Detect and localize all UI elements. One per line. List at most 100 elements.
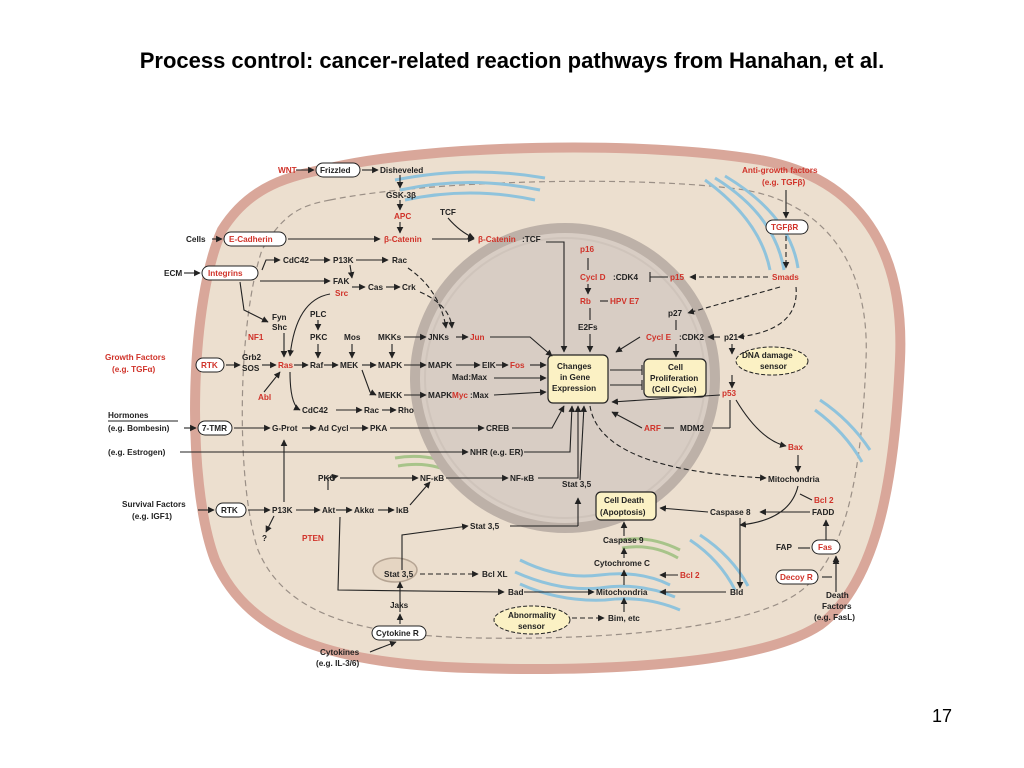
rac-b-label: Rac (364, 406, 379, 415)
bax-label: Bax (788, 443, 803, 452)
cycld-label: Cycl D (580, 273, 606, 282)
bid-label: Bld (730, 588, 743, 597)
src-label: Src (335, 289, 349, 298)
anti-growth-line-2: (e.g. TGFβ) (762, 178, 805, 187)
cell-proliferation-box (643, 358, 707, 398)
mapk-label: MAPK (378, 361, 402, 370)
stat35-a-label: Stat 3,5 (562, 480, 592, 489)
bcatenin-tcf-b-label: :TCF (522, 235, 541, 244)
rtk-box (195, 357, 225, 373)
survival-line-1: Survival Factors (122, 500, 186, 509)
mekk-label: MEKK (378, 391, 402, 400)
fadd-label: FADD (812, 508, 834, 517)
rtk-label: RTK (201, 361, 218, 370)
bad-label: Bad (508, 588, 523, 597)
integrins-box (201, 265, 259, 281)
mapk2-label: MAPK (428, 361, 452, 370)
gene-expression-box (547, 354, 609, 404)
death-line-3: (e.g. FasL) (814, 613, 855, 622)
pkc-label: PKC (310, 333, 327, 342)
p53-label: p53 (722, 389, 737, 398)
e2fs-label: E2Fs (578, 323, 598, 332)
cells-label: Cells (186, 235, 206, 244)
integrins-label: Integrins (208, 269, 243, 278)
cytokines-line-2: (e.g. IL-3/6) (316, 659, 359, 668)
shc-label: Shc (272, 323, 287, 332)
cdk4-label: :CDK4 (613, 273, 638, 282)
dna-line-1: DNA damage (742, 351, 793, 360)
jnks-label: JNKs (428, 333, 449, 342)
bcatenin-label: β-Catenin (384, 235, 422, 244)
question-label: ? (262, 534, 267, 543)
mad-max-label: Mad:Max (452, 373, 487, 382)
changes-line-3: Expression (552, 384, 596, 393)
hpve7-label: HPV E7 (610, 297, 640, 306)
apc-label: APC (394, 212, 411, 221)
changes-line-1: Changes (557, 362, 592, 371)
stat35-c-label: Stat 3,5 (384, 570, 414, 579)
mdm2-label: MDM2 (680, 424, 705, 433)
estrogen-label: (e.g. Estrogen) (108, 448, 166, 457)
gsk3b-label: GSK-3β (386, 191, 416, 200)
akka-label: Akkα (354, 506, 374, 515)
pkc-b-label: PKC (318, 474, 335, 483)
p13k-label: P13K (333, 256, 354, 265)
ecadherin-box (223, 231, 287, 247)
rtk-b-box (215, 502, 247, 518)
gprot-label: G-Prot (272, 424, 298, 433)
mitochondria-a-label: Mitochondria (596, 588, 648, 597)
changes-line-2: in Gene (560, 373, 590, 382)
anti-growth-line-1: Anti-growth factors (742, 166, 818, 175)
ecm-label: ECM (164, 269, 182, 278)
frizzled-label: Frizzled (320, 166, 350, 175)
p15-label: p15 (670, 273, 685, 282)
abnormality-line-2: sensor (518, 622, 546, 631)
wnt-label: WNT (278, 166, 297, 175)
cytokines-line-1: Cytokines (320, 648, 360, 657)
p16-label: p16 (580, 245, 595, 254)
tgfbr-label: TGFβR (771, 223, 798, 232)
cytokine-r-label: Cytokine R (376, 629, 419, 638)
cdk2-label: :CDK2 (679, 333, 704, 342)
survival-line-2: (e.g. IGF1) (132, 512, 172, 521)
ecadherin-label: E-Cadherin (229, 235, 273, 244)
ikb-label: IκB (396, 506, 409, 515)
cytokine-r-box (371, 625, 427, 641)
cas-label: Cas (368, 283, 383, 292)
pathway-arrows (180, 166, 840, 653)
decoy-r-label: Decoy R (780, 573, 813, 582)
stat35-b-label: Stat 3,5 (470, 522, 500, 531)
cycle-label: Cycl E (646, 333, 672, 342)
mos-label: Mos (344, 333, 361, 342)
cytochrome-c-label: Cytochrome C (594, 559, 650, 568)
p27-label: p27 (668, 309, 683, 318)
myc-label: Myc (452, 391, 468, 400)
p13k-b-label: P13K (272, 506, 293, 515)
nfkb1-label: NF-κB (420, 474, 444, 483)
dna-damage-sensor-ellipse (735, 346, 809, 376)
hormones-label: Hormones (108, 411, 149, 420)
smads-label: Smads (772, 273, 799, 282)
disheveled-label: Disheveled (380, 166, 423, 175)
cell-prolif-line-1: Cell (668, 363, 683, 372)
sos-label: SOS (242, 364, 260, 373)
growth-factors-eg-label: (e.g. TGFα) (112, 365, 156, 374)
tmr7-box (197, 420, 233, 436)
dna-line-2: sensor (760, 362, 788, 371)
grb2-label: Grb2 (242, 353, 262, 362)
fak-label: FAK (333, 277, 349, 286)
jaks-label: Jaks (390, 601, 409, 610)
akt-label: Akt (322, 506, 335, 515)
nfkb2-label: NF-κB (510, 474, 534, 483)
pka-label: PKA (370, 424, 387, 433)
bcl2-a-label: Bcl 2 (680, 571, 700, 580)
endoplasmic-reticulum-decoration (394, 170, 872, 612)
fos-label: Fos (510, 361, 525, 370)
tgfbr-box (765, 219, 809, 235)
creb-label: CREB (486, 424, 509, 433)
bcl2-b-label: Bcl 2 (814, 496, 834, 505)
arf-label: ARF (644, 424, 661, 433)
plc-label: PLC (310, 310, 326, 319)
mitochondria-b-label: Mitochondria (768, 475, 820, 484)
